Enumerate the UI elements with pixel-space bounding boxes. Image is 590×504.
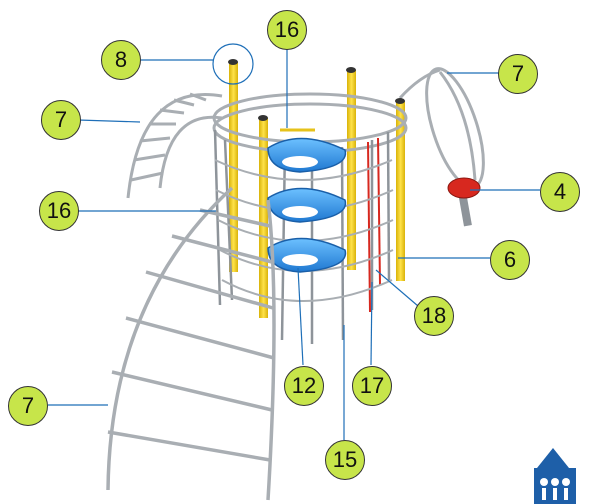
- callout-15: 15: [325, 440, 365, 480]
- callout-17: 17: [352, 366, 392, 406]
- callout-7-right: 7: [498, 54, 538, 94]
- front-arch-ladder: [106, 186, 276, 501]
- red-seat: [447, 177, 481, 227]
- callout-16-left: 16: [39, 191, 79, 231]
- right-hoop: [398, 67, 485, 189]
- cage-rings: [214, 159, 394, 302]
- callout-18: 18: [414, 296, 454, 336]
- callout-7-left: 7: [41, 100, 81, 140]
- red-ropes: [367, 137, 381, 313]
- callout-12: 12: [284, 366, 324, 406]
- callout-6: 6: [490, 240, 530, 280]
- callout-16-top: 16: [267, 10, 307, 50]
- blue-spiral: [267, 137, 347, 273]
- callout-4: 4: [540, 172, 580, 212]
- left-arch-ladder: [126, 92, 223, 199]
- callout-7-bottom: 7: [8, 386, 48, 426]
- leader-lines: [48, 40, 540, 440]
- callout-8: 8: [101, 40, 141, 80]
- castle-logo-icon: [534, 448, 576, 504]
